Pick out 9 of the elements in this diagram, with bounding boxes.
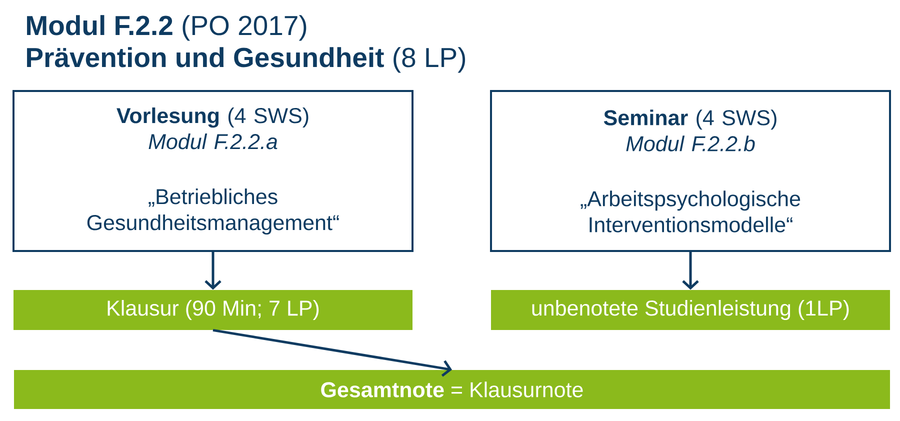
course-box: Vorlesung (4 SWS) Modul F.2.2.a „Betriebliches Gesundheitsmanagement“ [12, 90, 414, 252]
arrow [204, 252, 222, 290]
arrow [682, 252, 699, 290]
arrow [212, 328, 452, 377]
course-box: Seminar (4 SWS) Modul F.2.2.b „Arbeitspsychologische Interventionsmodelle“ [490, 90, 891, 252]
result-bar: Klausur (90 Min; 7 LP) [14, 290, 412, 330]
result-bar: Gesamtnote = Klausurnote [14, 370, 890, 409]
result-bar: unbenotete Studienleistung (1LP) [491, 290, 890, 330]
title: Modul F.2.2 (PO 2017) Prävention und Gesundheit (8 LP) [27, 15, 466, 73]
